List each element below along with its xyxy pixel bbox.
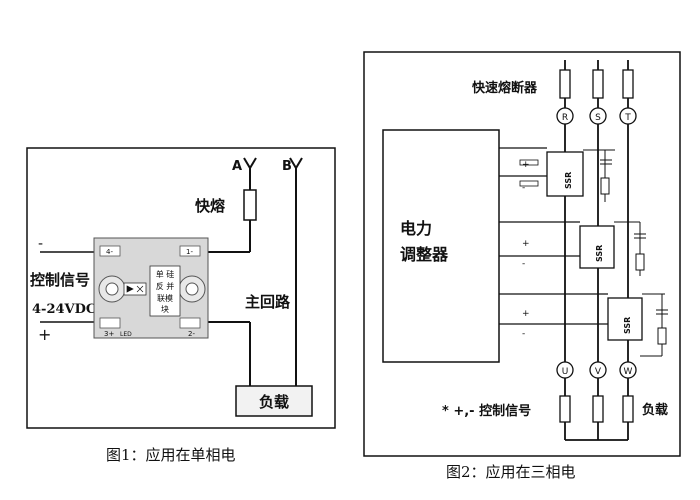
module-text-2: 反 并 — [156, 281, 175, 291]
phase-t-label: T — [624, 113, 631, 123]
load-resistor-w — [622, 395, 634, 423]
control-note: * +,- 控制信号 — [442, 403, 531, 419]
mount-hole-left-inner — [105, 282, 119, 296]
phase-s-circle — [589, 107, 607, 125]
load-resistor-v — [592, 395, 604, 423]
opto-symbol-icon — [126, 285, 144, 293]
control-minus-sign: - — [38, 236, 43, 252]
phase-r-circle — [556, 107, 574, 125]
ssr2-label: SSR — [595, 245, 604, 262]
controller-label-2: 调整器 — [400, 245, 449, 264]
led-label: LED — [120, 331, 132, 338]
phase-u-label: U — [562, 367, 569, 377]
fuse-r — [559, 69, 571, 99]
terminal-1 — [179, 245, 201, 257]
ssr1-plus: + — [522, 160, 530, 170]
ssr1-minus: - — [522, 183, 525, 193]
terminal-a-mark — [243, 157, 257, 170]
phase-v-circle — [589, 361, 607, 379]
module-text-box — [149, 265, 181, 317]
terminal-1-label: 1- — [186, 248, 193, 256]
ssr1-label: SSR — [564, 172, 573, 189]
ssr2-resistor — [635, 253, 645, 271]
power-controller-box — [382, 129, 500, 363]
ssr3-plus: + — [522, 309, 530, 319]
ssr-unit-3: + - SSR — [499, 293, 668, 357]
ssr3-minus: - — [522, 329, 525, 339]
ssr2-plus: + — [522, 239, 530, 249]
module-text-4: 块 — [161, 304, 169, 314]
phase-s-label: S — [595, 113, 601, 123]
label-b: B — [282, 159, 292, 174]
phase-u-circle — [556, 361, 574, 379]
fuse-t — [622, 69, 634, 99]
ssr1-box — [546, 151, 584, 197]
ssr1-minus-dash — [519, 180, 539, 187]
terminal-3 — [99, 317, 121, 329]
phase-r-label: R — [562, 113, 568, 123]
ssr-unit-2: + - SSR — [499, 221, 646, 276]
control-signal-label: 控制信号 — [30, 271, 90, 289]
terminal-3-label: 3+ — [104, 330, 114, 338]
ssr3-label: SSR — [623, 317, 632, 334]
ssr3-box — [607, 297, 643, 341]
fig1-caption: 图1：应用在单相电 — [106, 446, 236, 464]
ssr2-box — [579, 225, 615, 269]
fig2-frame — [363, 51, 681, 457]
ssr1-resistor — [600, 177, 610, 195]
label-a: A — [232, 159, 242, 174]
ssr-unit-1: + - SSR — [499, 147, 615, 202]
figure-2: 快速熔断器 R S T 电力 调整器 + - SSR — [363, 51, 681, 481]
terminal-4-label: 4- — [106, 248, 113, 256]
phase-w-circle — [619, 361, 637, 379]
fuse-s — [592, 69, 604, 99]
ssr2-minus: - — [522, 259, 525, 269]
phase-w-label: W — [624, 367, 633, 377]
ssr1-plus-dash — [519, 159, 539, 166]
load-label: 负载 — [259, 393, 289, 411]
controller-label-1: 电力 — [400, 219, 432, 238]
terminal-2 — [179, 317, 201, 329]
fast-fuse-label: 快速熔断器 — [472, 80, 538, 96]
optocoupler-icon — [123, 282, 147, 296]
figure-1: A B 快熔 主回路 负载 - + 控制信号 4-24VDC — [26, 147, 336, 464]
module-text-3: 联模 — [157, 293, 173, 303]
module-text-1: 单 硅 — [156, 269, 175, 279]
fig2-load-label: 负载 — [642, 402, 668, 418]
control-plus-sign: + — [38, 325, 51, 344]
fig1-frame — [26, 147, 336, 429]
phase-t-circle — [619, 107, 637, 125]
terminal-4 — [99, 245, 121, 257]
voltage-label: 4-24VDC — [32, 302, 96, 317]
mount-hole-right-inner — [185, 282, 199, 296]
fuse-label: 快熔 — [195, 197, 226, 215]
ssr3-resistor — [657, 327, 667, 345]
fuse-symbol — [243, 189, 257, 221]
phase-v-label: V — [595, 367, 602, 377]
main-loop-label: 主回路 — [245, 293, 291, 311]
fig2-caption: 图2：应用在三相电 — [446, 463, 576, 481]
ssr-module: 4- 1- 3+ 2- LED 单 硅 反 并 联模 块 — [93, 237, 209, 339]
load-resistor-u — [559, 395, 571, 423]
load-box — [235, 385, 313, 417]
terminal-2-label: 2- — [188, 330, 195, 338]
